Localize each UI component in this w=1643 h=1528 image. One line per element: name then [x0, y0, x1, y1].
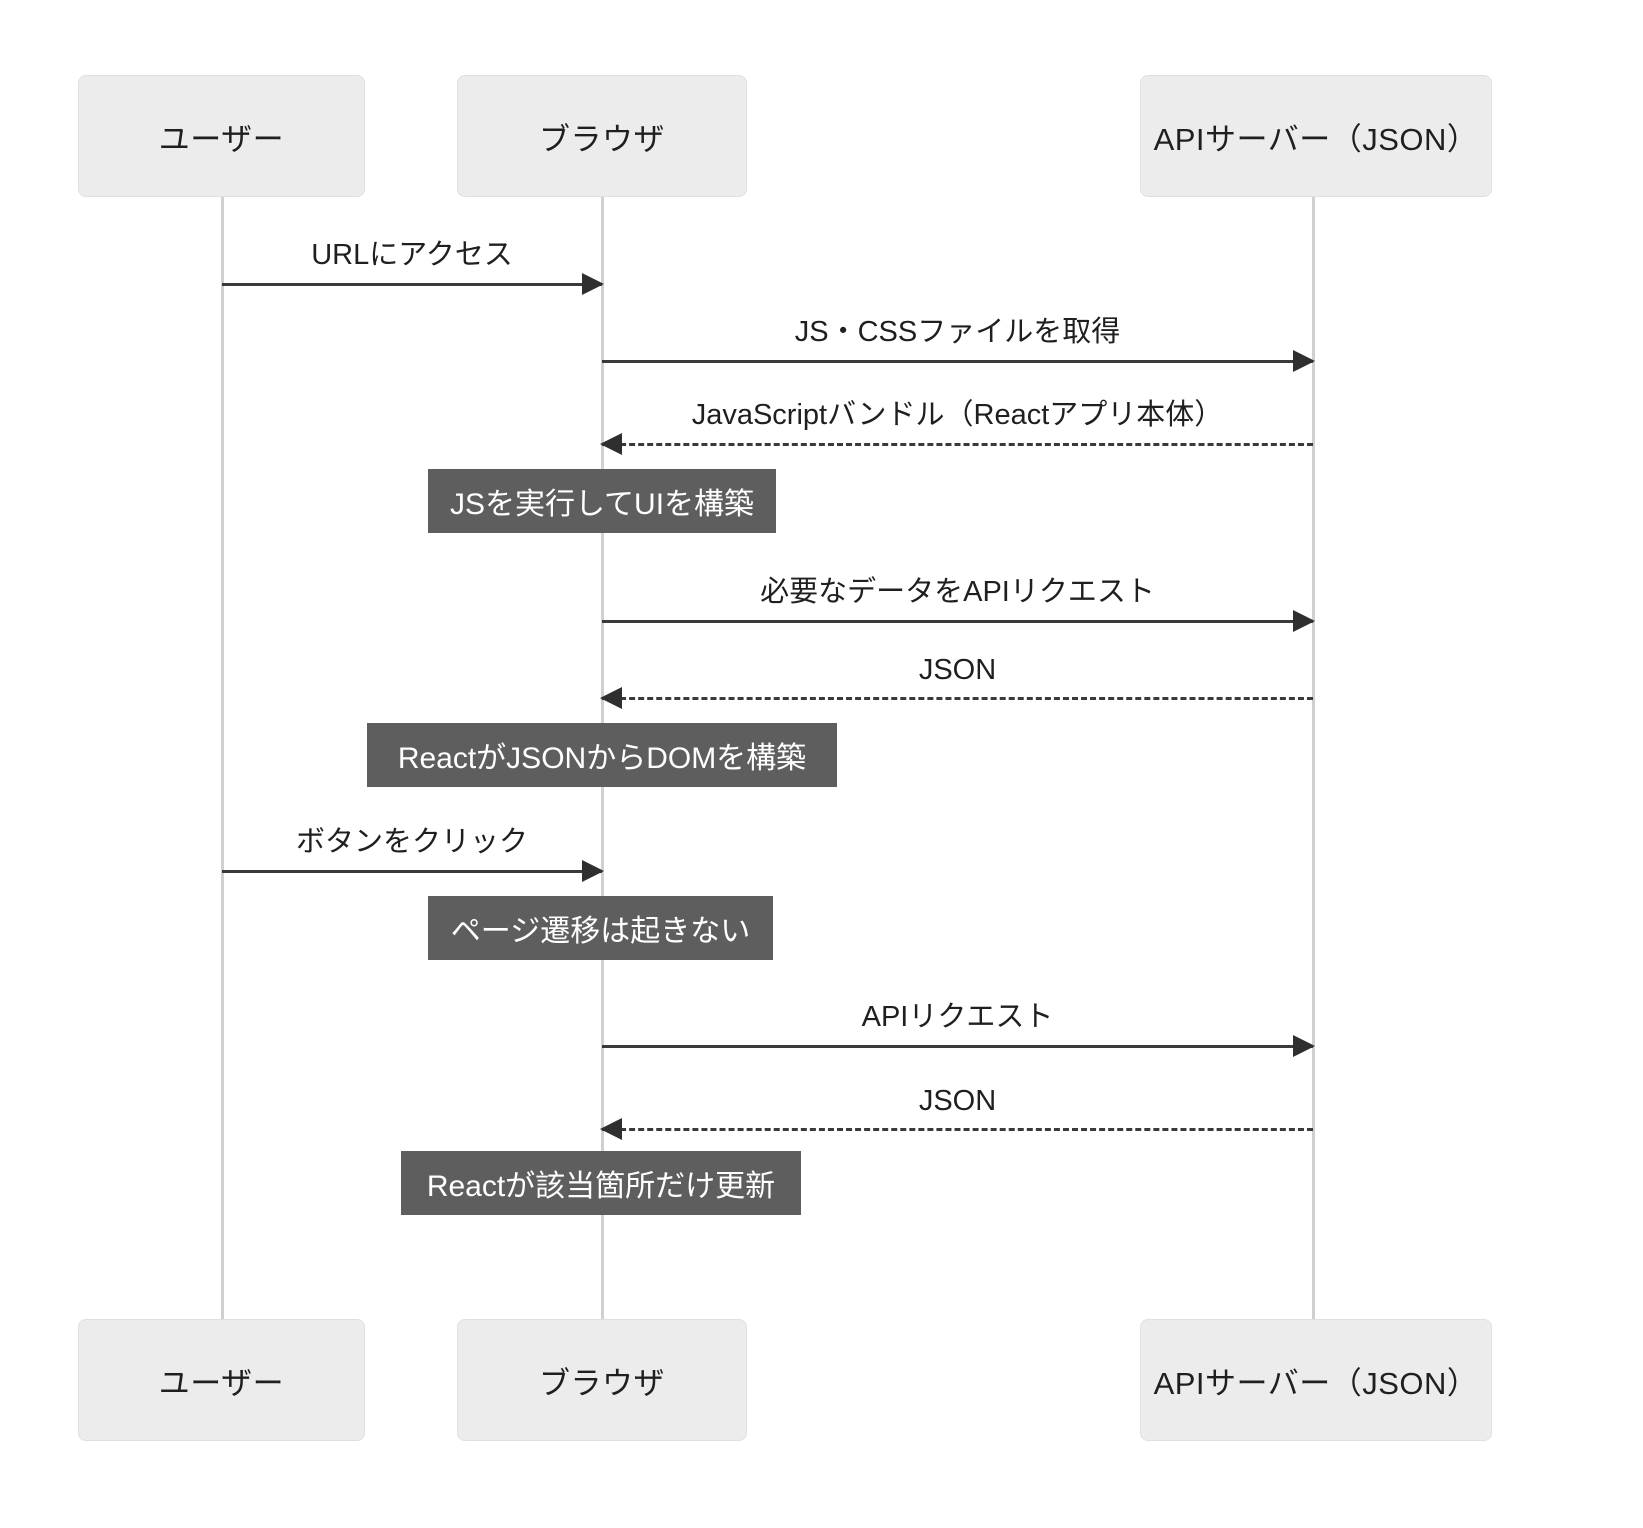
- participant-label-user-bottom: ユーザー: [158, 1365, 285, 1401]
- message-label-api-data-request: 必要なデータをAPIリクエスト: [760, 576, 1155, 608]
- note-label-no-page-transition: ページ遷移は起きない: [450, 915, 751, 948]
- message-line-json-response-1: [602, 697, 1313, 700]
- note-build-ui: JSを実行してUIを構築: [428, 469, 776, 533]
- lifeline-api: [1312, 197, 1315, 1319]
- lifeline-user: [221, 197, 224, 1319]
- participant-box-browser-top[interactable]: ブラウザ: [457, 75, 747, 197]
- participant-box-user-bottom[interactable]: ユーザー: [78, 1319, 365, 1441]
- message-line-api-data-request: [602, 620, 1313, 623]
- participant-label-user-top: ユーザー: [158, 121, 285, 157]
- message-label-fetch-js-css: JS・CSSファイルを取得: [794, 316, 1121, 348]
- message-label-json-response-1: JSON: [918, 654, 997, 686]
- arrowhead-json-response-2: [600, 1118, 622, 1140]
- note-react-builds-dom: ReactがJSONからDOMを構築: [367, 723, 837, 787]
- participant-label-api-bottom: APIサーバー（JSON）: [1153, 1365, 1479, 1401]
- participant-label-api-top: APIサーバー（JSON）: [1153, 121, 1479, 157]
- message-line-json-response-2: [602, 1128, 1313, 1131]
- message-label-url-access: URLにアクセス: [311, 239, 513, 271]
- arrowhead-button-click: [582, 860, 604, 882]
- note-label-build-ui: JSを実行してUIを構築: [449, 488, 755, 521]
- arrowhead-api-data-request: [1293, 610, 1315, 632]
- arrowhead-url-access: [582, 273, 604, 295]
- participant-box-api-bottom[interactable]: APIサーバー（JSON）: [1140, 1319, 1492, 1441]
- arrowhead-fetch-js-css: [1293, 350, 1315, 372]
- message-line-api-request: [602, 1045, 1313, 1048]
- participant-label-browser-bottom: ブラウザ: [539, 1365, 665, 1401]
- note-label-react-partial-update: Reactが該当箇所だけ更新: [426, 1170, 776, 1203]
- message-label-api-request: APIリクエスト: [861, 1001, 1054, 1033]
- message-line-button-click: [222, 870, 602, 873]
- note-react-partial-update: Reactが該当箇所だけ更新: [401, 1151, 801, 1215]
- message-label-button-click: ボタンをクリック: [295, 826, 528, 858]
- message-line-fetch-js-css: [602, 360, 1313, 363]
- participant-label-browser-top: ブラウザ: [539, 121, 665, 157]
- note-label-react-builds-dom: ReactがJSONからDOMを構築: [397, 742, 807, 775]
- participant-box-user-top[interactable]: ユーザー: [78, 75, 365, 197]
- participant-box-api-top[interactable]: APIサーバー（JSON）: [1140, 75, 1492, 197]
- arrowhead-api-request: [1293, 1035, 1315, 1057]
- message-label-json-response-2: JSON: [918, 1085, 997, 1117]
- message-line-js-bundle: [602, 443, 1313, 446]
- arrowhead-js-bundle: [600, 433, 622, 455]
- arrowhead-json-response-1: [600, 687, 622, 709]
- message-label-js-bundle: JavaScriptバンドル（Reactアプリ本体）: [691, 399, 1224, 431]
- message-line-url-access: [222, 283, 602, 286]
- participant-box-browser-bottom[interactable]: ブラウザ: [457, 1319, 747, 1441]
- note-no-page-transition: ページ遷移は起きない: [428, 896, 773, 960]
